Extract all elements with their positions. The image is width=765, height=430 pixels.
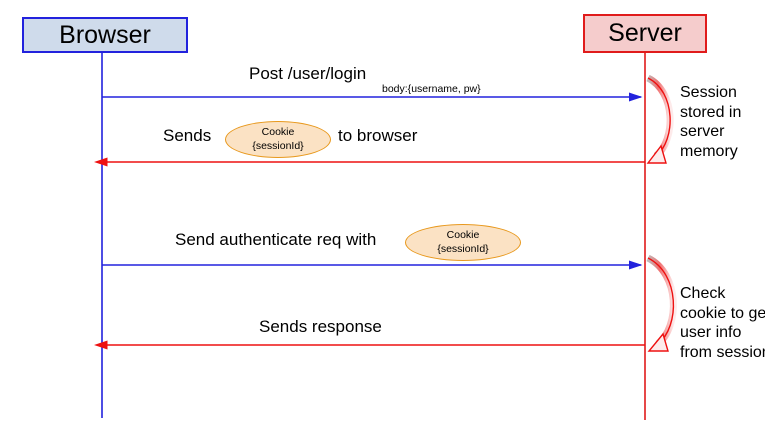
message-label-post-login: Post /user/login (249, 64, 367, 83)
participant-box-server[interactable]: Server (583, 14, 707, 53)
cookie-ellipse-sends[interactable]: Cookie {sessionId} (225, 121, 331, 158)
note-check-cookie: Check cookie to get user info from sessi… (680, 285, 765, 361)
message-label-sends-suffix: to browser (338, 126, 418, 145)
message-label-authenticate: Send authenticate req with (175, 230, 377, 249)
self-loop-arc-session (646, 74, 674, 164)
cookie-ellipse-authenticate[interactable]: Cookie {sessionId} (405, 224, 521, 261)
message-label-sends-prefix: Sends (163, 126, 212, 145)
participant-label-server: Server (608, 19, 682, 47)
message-label-sends-response: Sends response (259, 317, 382, 336)
note-session-stored: Session stored in server memory (680, 84, 742, 160)
cookie-label-title: Cookie (261, 126, 295, 139)
cookie-label-value: {sessionId} (252, 139, 304, 152)
cookie-label-title: Cookie (446, 229, 480, 242)
message-sublabel-post-body: body:{username, pw} (382, 83, 481, 95)
self-loop-arc-check-cookie (646, 254, 677, 352)
participant-label-browser: Browser (59, 20, 151, 49)
participant-box-browser[interactable]: Browser (22, 17, 188, 53)
cookie-label-value: {sessionId} (437, 242, 489, 255)
